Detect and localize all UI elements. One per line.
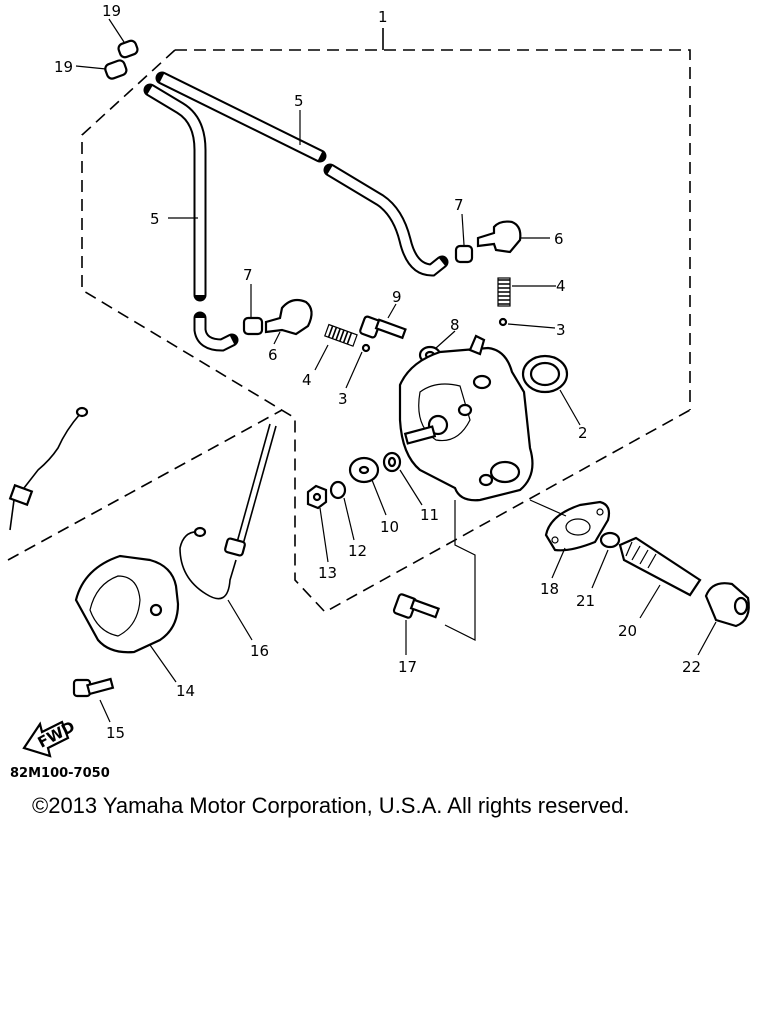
callout-5-left: 5 (150, 210, 160, 228)
callout-19-lower: 19 (54, 58, 73, 76)
callout-21: 21 (576, 592, 595, 610)
parts-diagram: FWD 1 2 3 3 4 4 5 5 6 6 7 7 8 9 10 11 12… (7, 2, 750, 758)
callout-3-right: 3 (556, 321, 566, 339)
callout-22: 22 (682, 658, 701, 676)
callout-13: 13 (318, 564, 337, 582)
callout-7-left: 7 (243, 266, 253, 284)
callout-6-left: 6 (268, 346, 278, 364)
collar-7-left (242, 284, 264, 336)
callout-16: 16 (250, 642, 269, 660)
spring-4-left (314, 323, 358, 371)
bolt-9 (359, 303, 407, 340)
hose-5-right (155, 71, 449, 277)
callout-4-left: 4 (302, 371, 312, 389)
fwd-label: FWD (35, 717, 78, 751)
copyright-notice: ©2013 Yamaha Motor Corporation, U.S.A. A… (32, 793, 630, 818)
callout-12: 12 (348, 542, 367, 560)
gasket-18 (529, 499, 611, 579)
drive-shaft-20 (618, 536, 702, 619)
callout-17: 17 (398, 658, 417, 676)
elbow-fitting-6-left (264, 298, 313, 345)
callout-2: 2 (578, 424, 588, 442)
nut-13 (306, 484, 329, 563)
callout-9: 9 (392, 288, 402, 306)
callout-5-right: 5 (294, 92, 304, 110)
assembly-boundary (7, 28, 691, 614)
bolt-17 (392, 593, 440, 655)
callout-18: 18 (540, 580, 559, 598)
callout-1: 1 (378, 8, 388, 26)
cap-19-lower (75, 59, 128, 80)
callout-15: 15 (106, 724, 125, 742)
hose-5-left (143, 83, 239, 352)
spring-4-right (497, 277, 556, 307)
elbow-fitting-6-right (476, 220, 550, 254)
coupling-22 (697, 582, 750, 656)
ball-3-right (498, 317, 556, 329)
washer-11 (382, 451, 423, 506)
bolt-15 (72, 677, 115, 723)
callout-10: 10 (380, 518, 399, 536)
ball-3-left (345, 343, 371, 389)
diagram-code: 82M100-7050 (10, 766, 110, 781)
sensor-wire (8, 406, 89, 531)
callout-3-left: 3 (338, 390, 348, 408)
callout-6-right: 6 (554, 230, 564, 248)
callout-11: 11 (420, 506, 439, 524)
plate-10 (348, 456, 387, 516)
oil-seal-2 (521, 354, 581, 426)
callout-8: 8 (450, 316, 460, 334)
cable-16 (179, 423, 277, 641)
callout-19-upper: 19 (102, 2, 121, 20)
callout-7-right: 7 (454, 196, 464, 214)
lock-washer-12 (329, 480, 355, 541)
cap-19-upper (108, 18, 139, 59)
callout-labels: 1 2 3 3 4 4 5 5 6 6 7 7 8 9 10 11 12 13 … (54, 2, 701, 742)
washer-21 (591, 531, 621, 589)
collar-7-right (454, 213, 474, 264)
callout-4-right: 4 (556, 277, 566, 295)
callout-14: 14 (176, 682, 195, 700)
callout-20: 20 (618, 622, 637, 640)
pump-cover-14 (74, 554, 180, 683)
oil-pump-body (398, 334, 534, 641)
forward-direction-icon: FWD (22, 717, 78, 758)
